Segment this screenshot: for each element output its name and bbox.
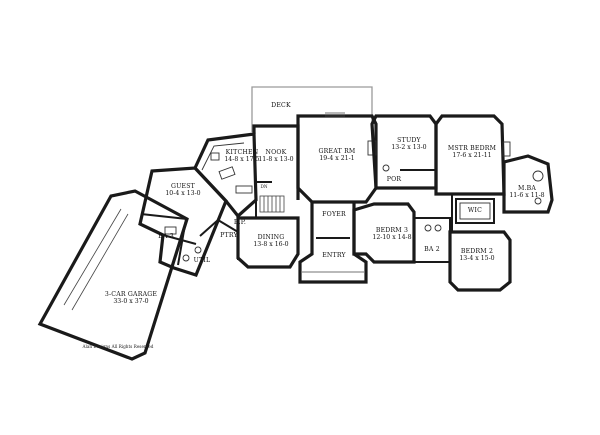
label-nook: NOOK: [266, 149, 287, 156]
dims-guest: 10-4 x 13-0: [165, 190, 200, 197]
dims-kitchen: 14-8 x 17-5: [224, 156, 259, 163]
label-bedrm2: BEDRM 2: [461, 248, 493, 255]
label-bedrm3: BEDRM 3: [376, 227, 408, 234]
dims-greatrm: 19-4 x 21-1: [319, 155, 354, 162]
dining-walls: [236, 216, 300, 269]
ba2-walls: [413, 217, 451, 263]
wic-walls: [455, 198, 495, 224]
label-entry: ENTRY: [322, 252, 346, 259]
dims-mba: 11-6 x 11-8: [509, 192, 544, 199]
label-study: STUDY: [397, 137, 421, 144]
study-walls: [370, 114, 438, 190]
label-ba2: BA 2: [424, 246, 440, 253]
label-dining: DINING: [258, 234, 285, 241]
label-dn: DN: [260, 184, 267, 189]
label-util: UTIL: [194, 257, 211, 264]
dims-garage: 33-0 x 37-0: [113, 298, 148, 305]
dims-study: 13-2 x 13-0: [391, 144, 426, 151]
label-foyer: FOYER: [322, 211, 346, 218]
master-bath-walls: [502, 154, 554, 214]
dims-bedrm2: 13-4 x 15-0: [459, 255, 494, 262]
label-kitchen: KITCHEN: [226, 149, 259, 156]
dims-dining: 13-8 x 16-0: [253, 241, 288, 248]
copyright-note: Alan Designs All Rights Reserved: [82, 344, 154, 349]
master-bedroom-walls: [434, 114, 511, 233]
deck-outline: [251, 86, 373, 132]
label-deck: DECK: [271, 102, 291, 109]
label-ba3: BA 3: [158, 233, 174, 240]
label-mstr: MSTR BEDRM: [448, 145, 497, 152]
label-bp: B.P.: [234, 219, 246, 226]
label-guest: GUEST: [171, 183, 196, 190]
label-greatrm: GREAT RM: [319, 148, 356, 155]
label-garage: 3-CAR GARAGE: [105, 291, 158, 298]
label-wic: WIC: [468, 207, 482, 214]
label-ptry: PTRY: [220, 232, 238, 239]
dims-bedrm3: 12-10 x 14-8: [372, 234, 411, 241]
bedroom2-walls: [448, 230, 512, 292]
dims-mstr: 17-6 x 21-11: [452, 152, 491, 159]
stair: [259, 195, 285, 213]
label-mba: M.BA: [518, 185, 536, 192]
dims-nook: 11-8 x 13-0: [258, 156, 293, 163]
room-labels: DECK KITCHEN 14-8 x 17-5 NOOK 11-8 x 13-…: [82, 102, 545, 349]
label-por: POR: [387, 176, 402, 183]
